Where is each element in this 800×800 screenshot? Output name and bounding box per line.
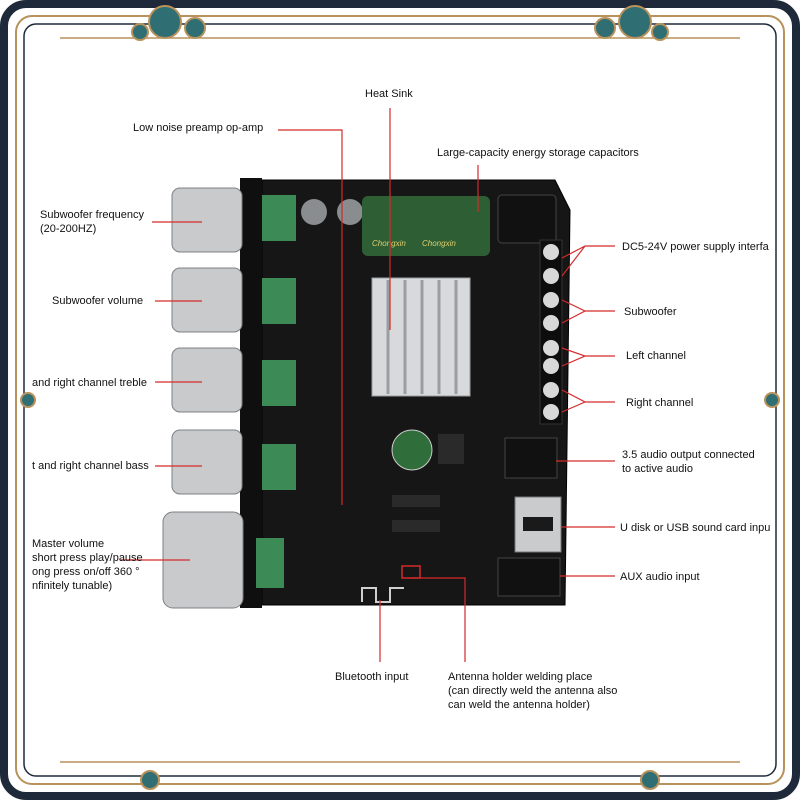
leader-lines — [120, 108, 615, 662]
label-subwoofer-volume: Subwoofer volume — [52, 295, 144, 307]
label-preamp: Low noise preamp op-amp — [133, 122, 264, 134]
cap-brand-1: Chongxin — [372, 239, 406, 248]
regulator-chip — [438, 434, 464, 464]
label-left-channel: Left channel — [626, 350, 686, 362]
cap-brand-2: Chongxin — [422, 239, 456, 248]
label-antenna-holder: Antenna holder welding place (can direct… — [448, 671, 618, 711]
label-audio-output: 3.5 audio output connected to active aud… — [622, 449, 755, 475]
heatsink-icon — [371, 277, 471, 397]
label-right-channel: Right channel — [626, 397, 694, 409]
audio-jack-icon — [504, 437, 558, 479]
knob-icon — [162, 187, 244, 609]
ornament-icon — [20, 392, 780, 790]
label-bass: t and right channel bass — [32, 460, 149, 472]
storage-capacitor — [362, 196, 490, 256]
label-treble: and right channel treble — [32, 377, 147, 389]
front-panel — [240, 178, 262, 608]
label-aux-input: AUX audio input — [620, 571, 700, 583]
capacitor-icon — [301, 199, 327, 225]
capacitor-icon — [337, 199, 363, 225]
audio-jack-icon — [497, 557, 561, 597]
ic-chip — [392, 495, 440, 507]
antenna-trace — [361, 587, 404, 603]
dc-jack-icon — [497, 194, 557, 244]
ic-chip — [392, 520, 440, 532]
label-capacitors: Large-capacity energy storage capacitors — [437, 147, 639, 159]
label-subwoofer: Subwoofer — [624, 306, 677, 318]
label-power-supply: DC5-24V power supply interfa — [622, 241, 769, 253]
potentiometer-icon — [256, 195, 296, 588]
label-bluetooth-input: Bluetooth input — [335, 671, 409, 683]
label-subwoofer-frequency: Subwoofer frequency (20-200HZ) — [40, 209, 144, 235]
label-heat-sink: Heat Sink — [365, 88, 413, 100]
label-usb-input: U disk or USB sound card inpu — [620, 522, 771, 534]
ornament-icon — [131, 5, 206, 41]
usb-slot — [523, 517, 553, 531]
ornament-icon — [594, 5, 669, 41]
terminal-screw-icon — [539, 239, 563, 425]
capacitor-icon — [391, 429, 433, 471]
label-master-volume: Master volume short press play/pause ong… — [32, 538, 143, 592]
